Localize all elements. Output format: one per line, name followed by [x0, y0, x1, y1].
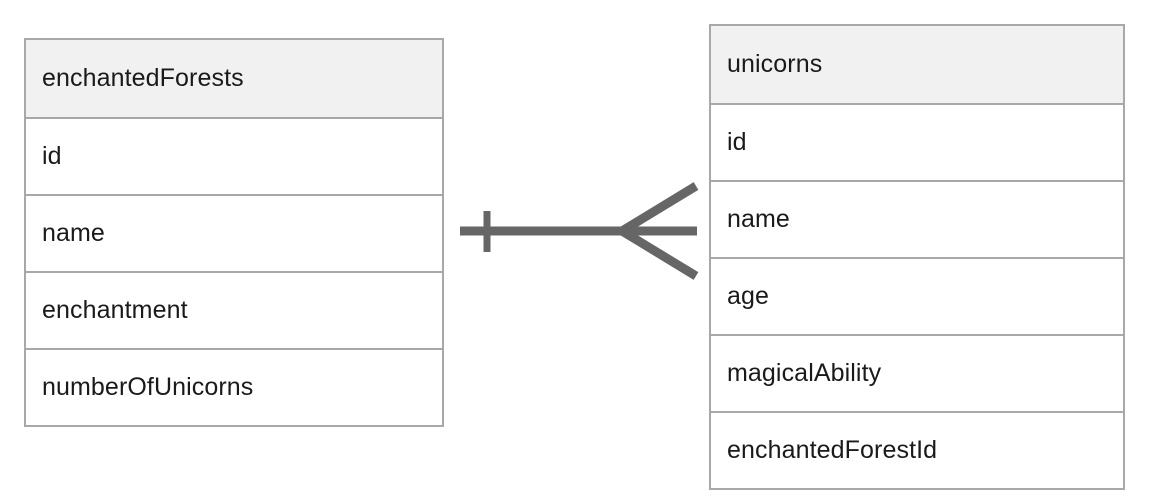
entity-table-unicorns[interactable]: unicorns id name age magicalAbility ench… — [709, 24, 1125, 490]
entity-field-row[interactable]: enchantedForestId — [711, 411, 1123, 488]
entity-field-row[interactable]: age — [711, 257, 1123, 334]
entity-field-row[interactable]: id — [26, 117, 442, 194]
entity-field-label: enchantment — [42, 296, 188, 324]
entity-field-label: name — [727, 205, 790, 233]
entity-header-enchantedForests[interactable]: enchantedForests — [26, 40, 442, 117]
entity-title-label: unicorns — [727, 50, 823, 78]
entity-field-label: age — [727, 282, 770, 310]
entity-header-unicorns[interactable]: unicorns — [711, 26, 1123, 103]
entity-table-enchantedForests[interactable]: enchantedForests id name enchantment num… — [24, 38, 444, 427]
entity-field-label: name — [42, 219, 105, 247]
entity-field-label: id — [727, 128, 747, 156]
entity-field-row[interactable]: magicalAbility — [711, 334, 1123, 411]
entity-title-label: enchantedForests — [42, 64, 244, 92]
entity-field-row[interactable]: name — [711, 180, 1123, 257]
entity-field-row[interactable]: numberOfUnicorns — [26, 348, 442, 425]
crows-foot-lower-prong-icon — [619, 227, 699, 280]
entity-field-row[interactable]: name — [26, 194, 442, 271]
entity-field-label: id — [42, 142, 62, 170]
entity-field-label: enchantedForestId — [727, 436, 938, 464]
crows-foot-upper-prong-icon — [619, 182, 699, 235]
entity-field-label: numberOfUnicorns — [42, 373, 254, 401]
entity-field-row[interactable]: id — [711, 103, 1123, 180]
entity-field-label: magicalAbility — [727, 359, 882, 387]
entity-field-row[interactable]: enchantment — [26, 271, 442, 348]
relationship-connector-one-to-many[interactable] — [450, 175, 710, 290]
